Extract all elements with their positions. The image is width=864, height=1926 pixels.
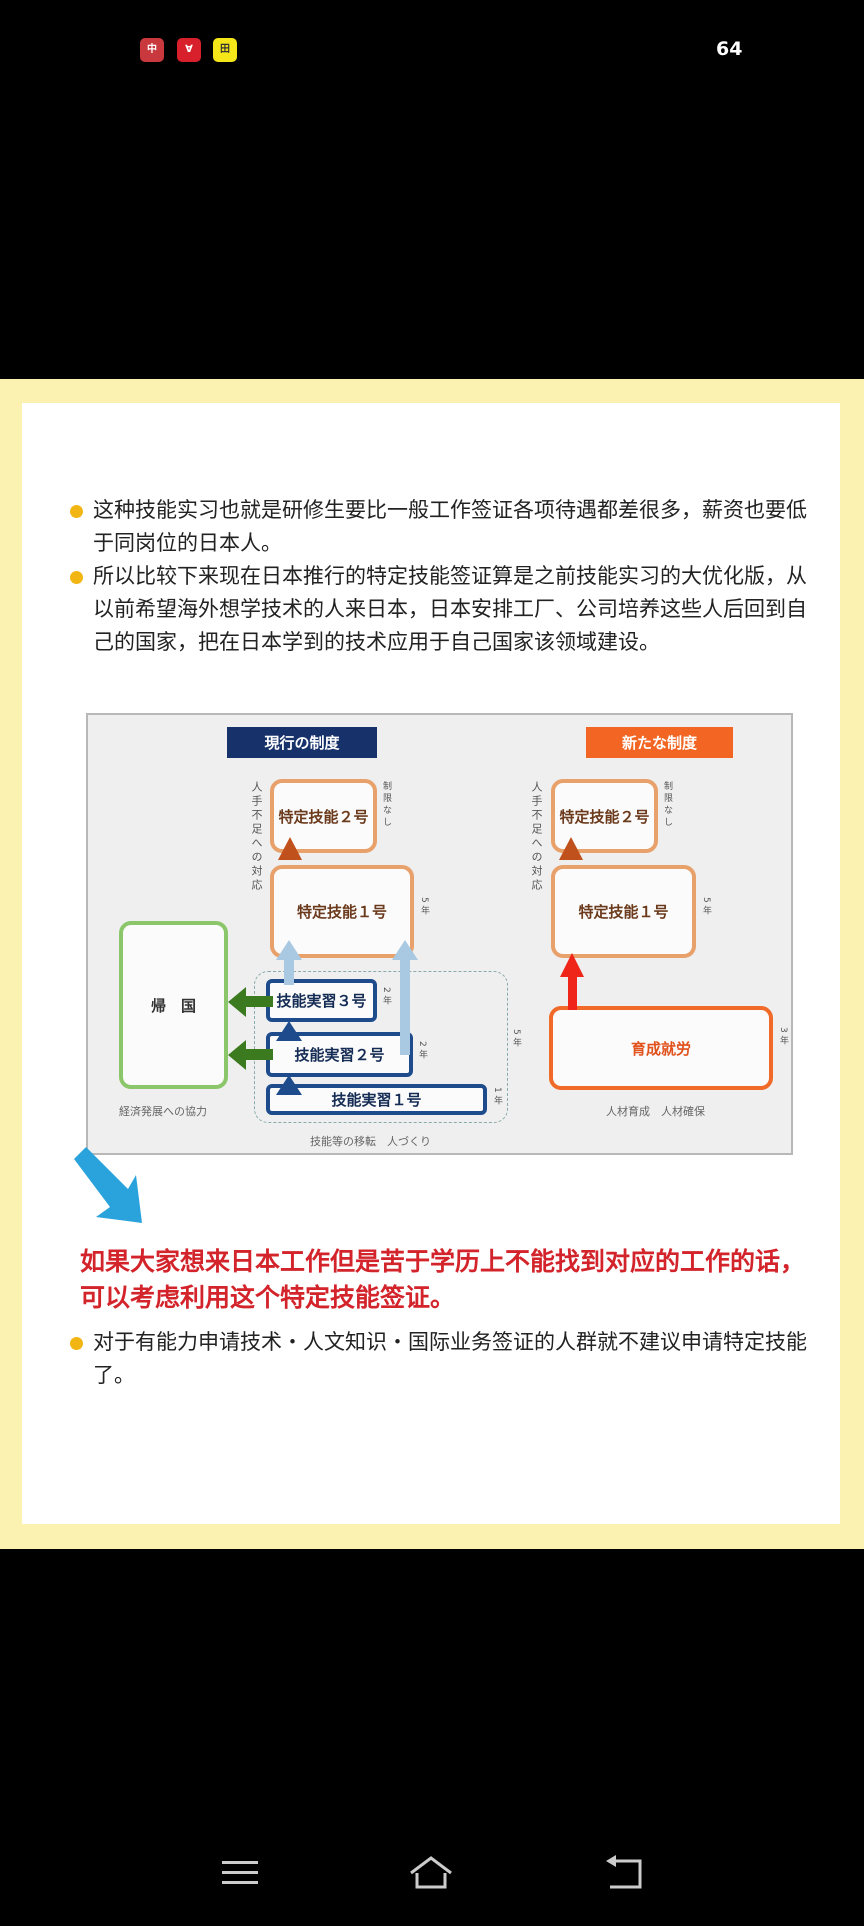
ssw2-box-current: 特定技能２号 (270, 779, 377, 853)
ssw1-box-current: 特定技能１号 (270, 865, 414, 958)
arrow-shaft (284, 955, 294, 985)
arrow-shaft (243, 1049, 273, 1060)
tit1-box: 技能実習１号 (266, 1084, 487, 1115)
no-limit-label: 制限なし (381, 781, 391, 829)
duration-label: 2年 (381, 987, 391, 1008)
arrow-down-right-icon (74, 1147, 142, 1223)
bullet-text-3: 对于有能力申请技术・人文知识・国际业务签证的人群就不建议申请特定技能了。 (93, 1330, 807, 1387)
highlight-text: 如果大家想来日本工作但是苦于学历上不能找到对应的工作的话，可以考虑利用这个特定技… (80, 1247, 806, 1312)
arrow-up-icon (392, 940, 418, 960)
caption-econ: 経済発展への協力 (119, 1105, 207, 1118)
app-icon-3: 田 (213, 38, 237, 62)
diagram-arrows (228, 837, 584, 1095)
new-system-header: 新たな制度 (586, 727, 733, 758)
battery-level: 64 (716, 38, 743, 60)
bullet-dot (70, 571, 83, 584)
arrow-shaft (400, 955, 410, 1055)
app-icon-1: 中 (140, 38, 164, 62)
arrow-up-icon (276, 940, 302, 960)
caption-transfer: 技能等の移転 人づくり (310, 1135, 431, 1148)
back-icon[interactable] (604, 1855, 644, 1891)
arrow-left-icon (228, 987, 246, 1017)
labor-shortage-label: 人手不足への対応 (530, 781, 543, 893)
duration-label: 1年 (492, 1087, 502, 1108)
ikusei-box: 育成就労 (549, 1006, 773, 1090)
arrow-left-icon (228, 1040, 246, 1070)
duration-label: 3年 (778, 1027, 788, 1048)
duration-label: 5年 (701, 897, 711, 918)
arrow-up-icon (278, 837, 302, 860)
return-home-box: 帰 国 (119, 921, 228, 1089)
arrow-shaft (568, 965, 577, 1010)
arrow-shaft (243, 996, 273, 1007)
ssw1-box-new: 特定技能１号 (551, 865, 696, 958)
tit-group (254, 971, 508, 1123)
duration-label: 5年 (419, 897, 429, 918)
arrow-up-icon (276, 1021, 302, 1041)
arrow-up-icon (276, 1075, 302, 1095)
arrow-up-icon (560, 953, 584, 977)
app-icon-2: ∀ (177, 38, 201, 62)
caption-hr: 人材育成 人材確保 (606, 1105, 705, 1118)
ssw2-box-new: 特定技能２号 (551, 779, 658, 853)
bullet-dot (70, 1337, 83, 1350)
menu-icon[interactable] (222, 1855, 260, 1891)
current-system-header: 現行の制度 (227, 727, 377, 758)
duration-label: 5年 (511, 1029, 521, 1050)
labor-shortage-label: 人手不足への対応 (250, 781, 263, 893)
home-icon[interactable] (408, 1855, 454, 1891)
bullet-text-1: 这种技能实习也就是研修生要比一般工作签证各项待遇都差很多，薪资也要低于同岗位的日… (93, 498, 807, 555)
no-limit-label: 制限なし (662, 781, 672, 829)
bullet-text-2: 所以比较下来现在日本推行的特定技能签证算是之前技能实习的大优化版，从以前希望海外… (93, 564, 807, 654)
duration-label: 2年 (417, 1041, 427, 1062)
arrow-up-icon (559, 837, 583, 860)
system-diagram: 現行の制度 新たな制度 特定技能２号 特定技能１号 帰 国 技能実習３号 技能実… (86, 713, 793, 1155)
bullet-dot (70, 505, 83, 518)
